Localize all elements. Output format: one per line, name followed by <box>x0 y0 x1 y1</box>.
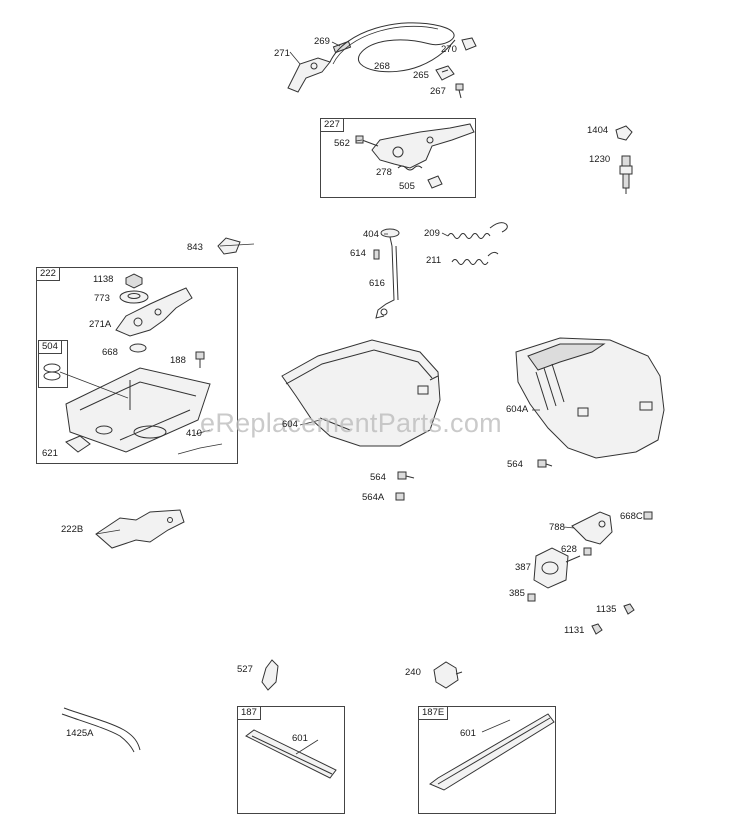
label-267: 267 <box>430 86 446 97</box>
label-601-187: 601 <box>292 733 308 744</box>
label-271a: 271A <box>89 319 112 330</box>
label-668c: 668C <box>620 511 643 522</box>
part-668c-screw <box>643 511 653 520</box>
label-209: 209 <box>424 228 440 239</box>
part-410-wire <box>177 443 223 455</box>
part-788-bracket <box>571 511 613 545</box>
label-604a: 604A <box>506 404 529 415</box>
label-410: 410 <box>186 428 202 439</box>
label-628: 628 <box>561 544 577 555</box>
part-621-switch <box>65 435 91 453</box>
part-773-pulley <box>119 290 149 304</box>
label-265: 265 <box>413 70 429 81</box>
label-788: 788 <box>549 522 565 533</box>
part-614-pin <box>373 249 380 260</box>
part-1131-nut <box>591 623 603 635</box>
part-504-spring-kit <box>43 363 61 381</box>
part-604-blower-housing <box>281 339 441 447</box>
box-222: 222 <box>36 267 238 464</box>
part-527-clip <box>261 659 279 691</box>
label-385: 385 <box>509 588 525 599</box>
part-505-clip <box>427 175 443 189</box>
watermark: eReplacementParts.com <box>200 408 502 438</box>
part-265-clip <box>435 65 455 81</box>
part-1425a-hose <box>61 707 141 753</box>
box-504-tag: 504 <box>39 341 62 354</box>
part-271-throttle-lever <box>287 57 331 93</box>
label-270: 270 <box>441 44 457 55</box>
label-1230: 1230 <box>589 154 611 165</box>
part-385-screw <box>527 593 536 602</box>
label-614: 614 <box>350 248 366 259</box>
label-601-187e: 601 <box>460 728 476 739</box>
label-773: 773 <box>94 293 110 304</box>
part-628-screw <box>583 547 592 556</box>
label-505: 505 <box>399 181 415 192</box>
label-271: 271 <box>274 48 290 59</box>
part-843-bracket <box>217 237 241 255</box>
part-227-control-bracket <box>355 123 475 169</box>
label-278: 278 <box>376 167 392 178</box>
part-1135-nut <box>623 603 635 615</box>
label-564-left: 564 <box>370 472 386 483</box>
label-668: 668 <box>102 347 118 358</box>
box-222-tag: 222 <box>37 268 60 281</box>
part-268-control-cable <box>329 22 456 73</box>
label-527: 527 <box>237 664 253 675</box>
part-271a-throttle-plate <box>115 287 193 337</box>
part-240-switch <box>433 661 463 689</box>
label-604: 604 <box>282 419 298 430</box>
label-621: 621 <box>42 448 58 459</box>
label-240: 240 <box>405 667 421 678</box>
label-616: 616 <box>369 278 385 289</box>
box-187-tag: 187 <box>238 707 261 720</box>
label-564a: 564A <box>362 492 385 503</box>
label-404: 404 <box>363 229 379 240</box>
box-227-tag: 227 <box>321 119 344 132</box>
part-668-pulley <box>129 343 147 353</box>
part-601-fuel-filter-187 <box>245 729 337 779</box>
part-404-governor-plate <box>380 228 400 247</box>
box-187: 187 <box>237 706 345 814</box>
part-222b-bracket <box>95 509 185 549</box>
part-564-screw-right <box>537 459 553 468</box>
part-278-spring <box>397 165 423 171</box>
part-267-screw <box>455 83 464 99</box>
label-1138: 1138 <box>93 274 114 285</box>
label-1404: 1404 <box>587 125 609 136</box>
part-564-screw-left <box>397 471 415 480</box>
box-504: 504 <box>38 340 68 388</box>
part-211-spring <box>451 251 499 265</box>
part-564a-screw <box>395 492 405 501</box>
label-211: 211 <box>426 255 442 266</box>
part-1404-spark-plug-boot <box>615 125 633 141</box>
part-601-fuel-filter-187e <box>429 713 555 791</box>
box-227: 227 <box>320 118 476 198</box>
part-270-cable-clamp <box>461 37 477 51</box>
leader-lines <box>95 41 575 755</box>
label-387: 387 <box>515 562 531 573</box>
part-209-governor-spring <box>447 222 508 239</box>
label-1425a: 1425A <box>66 728 94 739</box>
label-1135: 1135 <box>596 604 617 615</box>
label-222b: 222B <box>61 524 84 535</box>
part-188-screw <box>195 351 205 368</box>
box-187e: 187E <box>418 706 556 814</box>
part-387-solenoid <box>533 547 581 589</box>
label-269: 269 <box>314 36 330 47</box>
box-187e-tag: 187E <box>419 707 449 720</box>
part-control-base-plate <box>59 367 211 453</box>
part-616-governor-rod <box>375 245 399 319</box>
part-1138-nut <box>125 273 143 289</box>
label-1131: 1131 <box>564 625 585 636</box>
label-188: 188 <box>170 355 186 366</box>
part-1230-spark-plug <box>619 155 633 194</box>
label-562: 562 <box>334 138 350 149</box>
part-604a-blower-housing <box>515 337 665 459</box>
label-843: 843 <box>187 242 203 253</box>
label-564-right: 564 <box>507 459 523 470</box>
label-268: 268 <box>374 61 390 72</box>
